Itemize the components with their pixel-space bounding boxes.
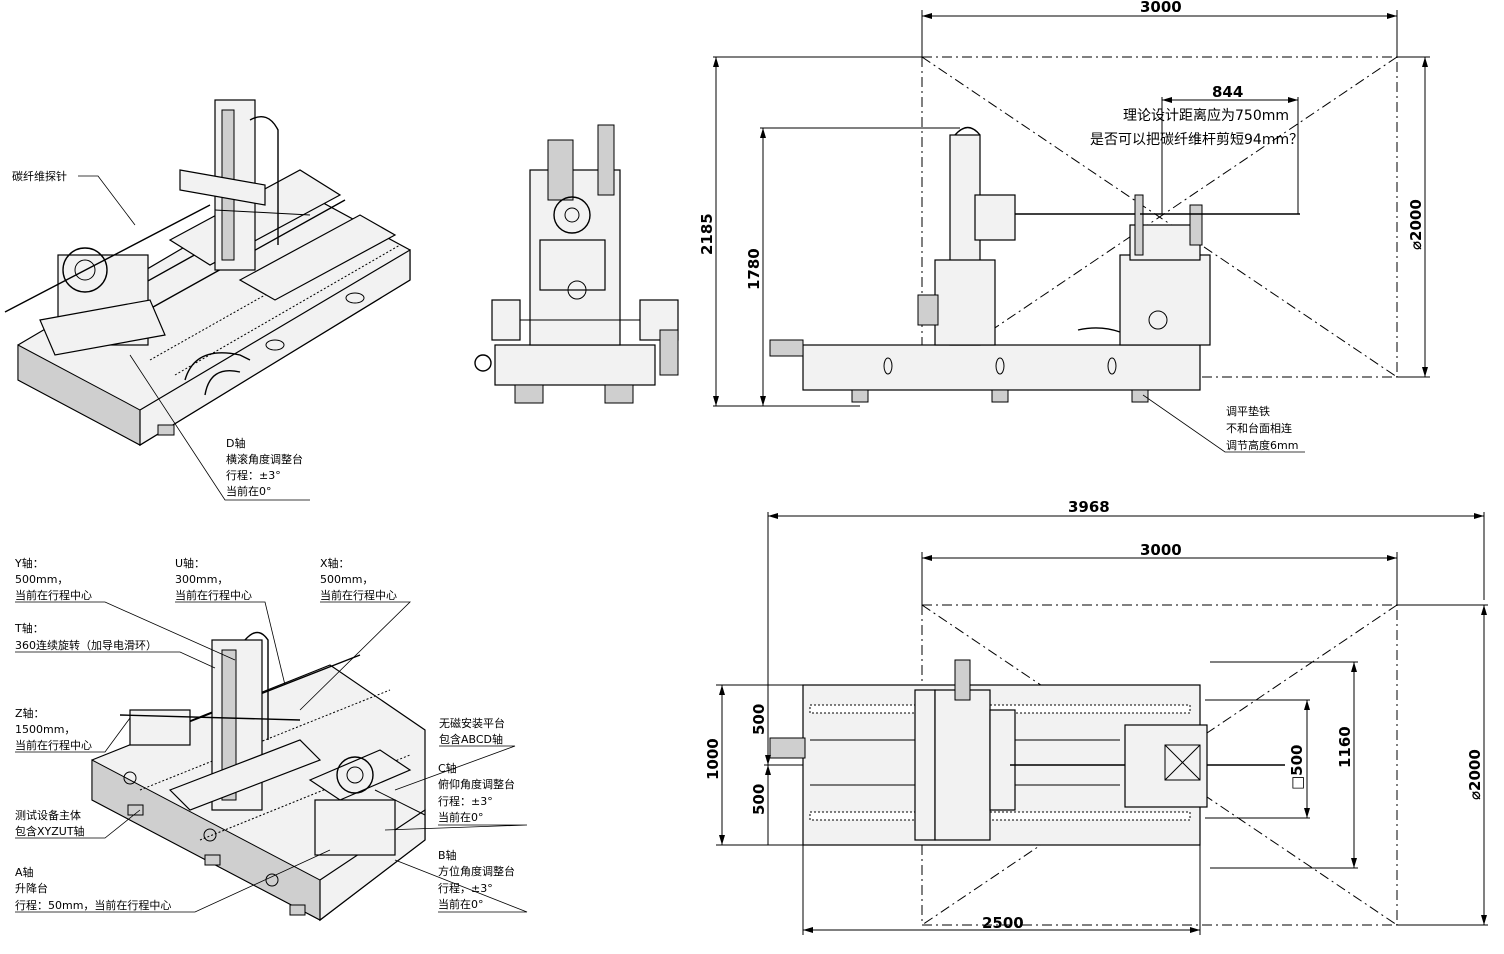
dim-2000-side: ⌀2000 [1407,199,1425,250]
u-axis-0: U轴： [175,556,205,570]
plan-view: 3968 3000 2500 1000 500 500 □500 [704,498,1488,935]
d-axis-label-1: 横滚角度调整台 [226,452,303,466]
c-axis-2: 行程：±3° [438,795,493,808]
t-axis-1: 360连续旋转（加导电滑环） [15,638,157,652]
probe-label: 碳纤维探针 [12,169,67,183]
design-question-line-1: 理论设计距离应为750mm [1123,107,1289,124]
dim-844: 844 [1212,83,1243,101]
c-axis-3: 当前在0° [438,810,484,824]
dim-3000-side: 3000 [1140,0,1182,16]
d-axis-label-3: 当前在0° [226,484,272,498]
design-question-line-2: 是否可以把碳纤维杆剪短94mm？ [1090,132,1303,148]
d-axis-label-0: D轴 [226,436,245,450]
dim-3968: 3968 [1068,498,1110,516]
side-view: 3000 844 理论设计距离应为750mm 是否可以把碳纤维杆剪短94mm？ … [698,0,1430,453]
dim-1160: 1160 [1336,726,1354,768]
c-axis-1: 俯仰角度调整台 [438,777,515,791]
z-axis-2: 当前在行程中心 [15,738,92,752]
c-axis-0: C轴 [438,761,457,775]
a-axis-0: A轴 [15,865,34,879]
iso-view-top: 碳纤维探针 D轴 横滚角度调整台 行程：±3° 当前在0° [4,99,411,501]
b-axis-1: 方位角度调整台 [438,864,515,878]
dim-2000-plan: ⌀2000 [1466,749,1484,800]
b-axis-3: 当前在0° [438,897,484,911]
dim-2185: 2185 [698,213,716,255]
pad-note-1: 不和台面相连 [1226,421,1292,435]
front-view [474,124,679,404]
y-axis-1: 500mm， [15,573,68,586]
main-body-0: 测试设备主体 [15,808,81,822]
dim-3000-plan: 3000 [1140,541,1182,559]
u-axis-1: 300mm， [175,573,228,586]
dim-1780: 1780 [745,248,763,290]
dim-1000: 1000 [704,738,722,780]
a-axis-2: 行程：50mm，当前在行程中心 [15,898,171,912]
b-axis-0: B轴 [438,848,457,862]
x-axis-1: 500mm， [320,573,373,586]
d-axis-label-2: 行程：±3° [226,469,281,482]
pad-note-0: 调平垫铁 [1226,404,1270,418]
x-axis-0: X轴： [320,556,350,570]
y-axis-2: 当前在行程中心 [15,588,92,602]
iso-view-bottom: Y轴： 500mm， 当前在行程中心 U轴： 300mm， 当前在行程中心 X轴… [14,556,528,922]
x-axis-2: 当前在行程中心 [320,588,397,602]
z-axis-0: Z轴： [15,706,45,720]
dim-square-500: □500 [1288,745,1306,790]
main-body-1: 包含XYZUT轴 [15,824,85,838]
dim-500-bottom: 500 [750,784,768,815]
platform-0: 无磁安装平台 [439,716,505,730]
z-axis-1: 1500mm， [15,723,75,736]
dim-500-top: 500 [750,704,768,735]
dim-2500: 2500 [982,914,1024,932]
y-axis-0: Y轴： [14,556,44,570]
u-axis-2: 当前在行程中心 [175,588,252,602]
t-axis-0: T轴： [14,621,44,635]
a-axis-1: 升降台 [15,881,48,895]
pad-note-2: 调节高度6mm [1226,438,1298,452]
b-axis-2: 行程，±3° [438,882,493,895]
platform-1: 包含ABCD轴 [439,732,503,746]
